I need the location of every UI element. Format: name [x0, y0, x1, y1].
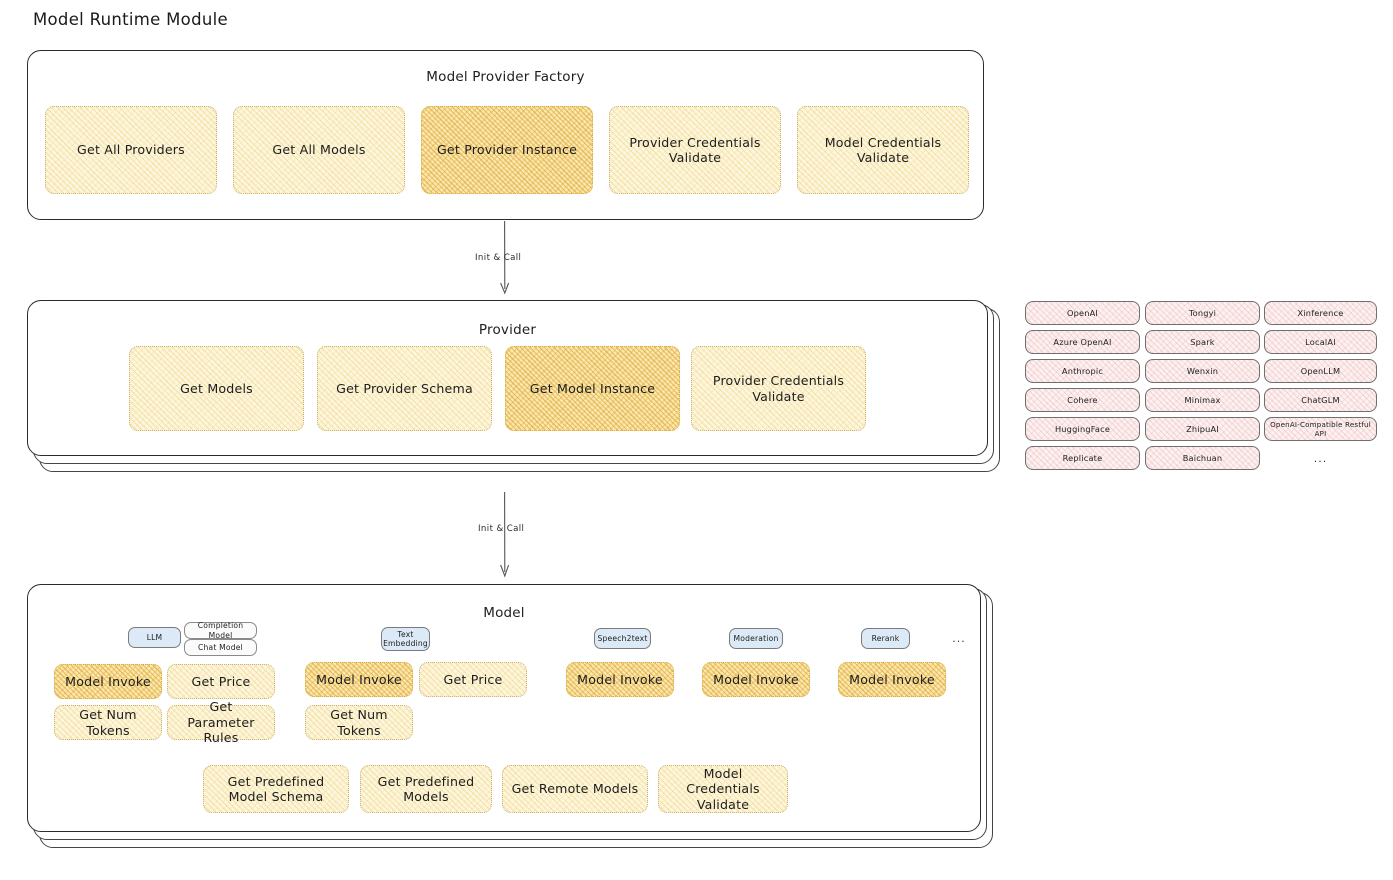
badge-rerank[interactable]: Rerank — [861, 628, 910, 649]
provider-list-more: ... — [1313, 451, 1328, 465]
badge-llm[interactable]: LLM — [128, 627, 181, 648]
fn-get-models[interactable]: Get Models — [129, 346, 304, 431]
arrow-down-icon-2 — [500, 491, 510, 578]
arrow-factory-to-provider — [495, 220, 515, 301]
fn-llm-get-num-tokens[interactable]: Get Num Tokens — [54, 705, 162, 740]
model-title: Model — [483, 605, 525, 621]
provider-pill-openai-compatible-restful-api[interactable]: OpenAI-Compatible Restful API — [1264, 417, 1377, 441]
fn-llm-get-parameter-rules[interactable]: Get Parameter Rules — [167, 699, 275, 745]
fn-model-credentials-validate-2[interactable]: Model Credentials Validate — [658, 765, 788, 813]
provider-pill-zhipuai[interactable]: ZhipuAI — [1145, 417, 1260, 441]
fn-llm-model-invoke[interactable]: Model Invoke — [54, 664, 162, 699]
provider-pill-baichuan[interactable]: Baichuan — [1145, 446, 1260, 470]
badge-moderation[interactable]: Moderation — [729, 628, 783, 649]
badge-completion-model[interactable]: Completion Model — [184, 621, 257, 640]
fn-get-model-instance[interactable]: Get Model Instance — [505, 346, 680, 431]
provider-pill-replicate[interactable]: Replicate — [1025, 446, 1140, 470]
fn-get-provider-schema[interactable]: Get Provider Schema — [317, 346, 492, 431]
fn-speech2text-model-invoke[interactable]: Model Invoke — [566, 662, 674, 697]
provider-title: Provider — [478, 322, 537, 338]
badge-speech2text[interactable]: Speech2text — [594, 628, 651, 649]
provider-pill-azure-openai[interactable]: Azure OpenAI — [1025, 330, 1140, 354]
fn-get-all-providers[interactable]: Get All Providers — [45, 106, 217, 194]
arrow-down-icon — [500, 220, 510, 295]
provider-pill-anthropic[interactable]: Anthropic — [1025, 359, 1140, 383]
provider-pill-spark[interactable]: Spark — [1145, 330, 1260, 354]
provider-pill-wenxin[interactable]: Wenxin — [1145, 359, 1260, 383]
fn-embedding-get-num-tokens[interactable]: Get Num Tokens — [305, 705, 413, 740]
provider-pill-tongyi[interactable]: Tongyi — [1145, 301, 1260, 325]
provider-pill-xinference[interactable]: Xinference — [1264, 301, 1377, 325]
provider-pill-huggingface[interactable]: HuggingFace — [1025, 417, 1140, 441]
provider-pill-cohere[interactable]: Cohere — [1025, 388, 1140, 412]
fn-model-credentials-validate[interactable]: Model Credentials Validate — [797, 106, 969, 194]
badge-chat-model[interactable]: Chat Model — [184, 639, 257, 656]
fn-get-predefined-models[interactable]: Get Predefined Models — [360, 765, 492, 813]
fn-llm-get-price[interactable]: Get Price — [167, 664, 275, 699]
fn-provider-credentials-validate-2[interactable]: Provider Credentials Validate — [691, 346, 866, 431]
arrow-provider-to-model — [495, 491, 515, 582]
provider-pill-chatglm[interactable]: ChatGLM — [1264, 388, 1377, 412]
fn-provider-credentials-validate[interactable]: Provider Credentials Validate — [609, 106, 781, 194]
fn-get-predefined-model-schema[interactable]: Get Predefined Model Schema — [203, 765, 349, 813]
model-groups-more: ... — [952, 631, 966, 645]
fn-get-provider-instance[interactable]: Get Provider Instance — [421, 106, 593, 194]
provider-pill-localai[interactable]: LocalAI — [1264, 330, 1377, 354]
fn-embedding-get-price[interactable]: Get Price — [419, 662, 527, 697]
model-provider-factory-title: Model Provider Factory — [426, 69, 585, 85]
page-title: Model Runtime Module — [33, 10, 228, 29]
badge-text-embedding[interactable]: Text Embedding — [381, 627, 430, 651]
arrow-label-init-call-2: Init & Call — [478, 524, 525, 534]
fn-get-all-models[interactable]: Get All Models — [233, 106, 405, 194]
fn-get-remote-models[interactable]: Get Remote Models — [502, 765, 648, 813]
provider-pill-openai[interactable]: OpenAI — [1025, 301, 1140, 325]
fn-embedding-model-invoke[interactable]: Model Invoke — [305, 662, 413, 697]
provider-pill-openllm[interactable]: OpenLLM — [1264, 359, 1377, 383]
arrow-label-init-call-1: Init & Call — [475, 253, 522, 263]
fn-rerank-model-invoke[interactable]: Model Invoke — [838, 662, 946, 697]
fn-moderation-model-invoke[interactable]: Model Invoke — [702, 662, 810, 697]
provider-pill-minimax[interactable]: Minimax — [1145, 388, 1260, 412]
